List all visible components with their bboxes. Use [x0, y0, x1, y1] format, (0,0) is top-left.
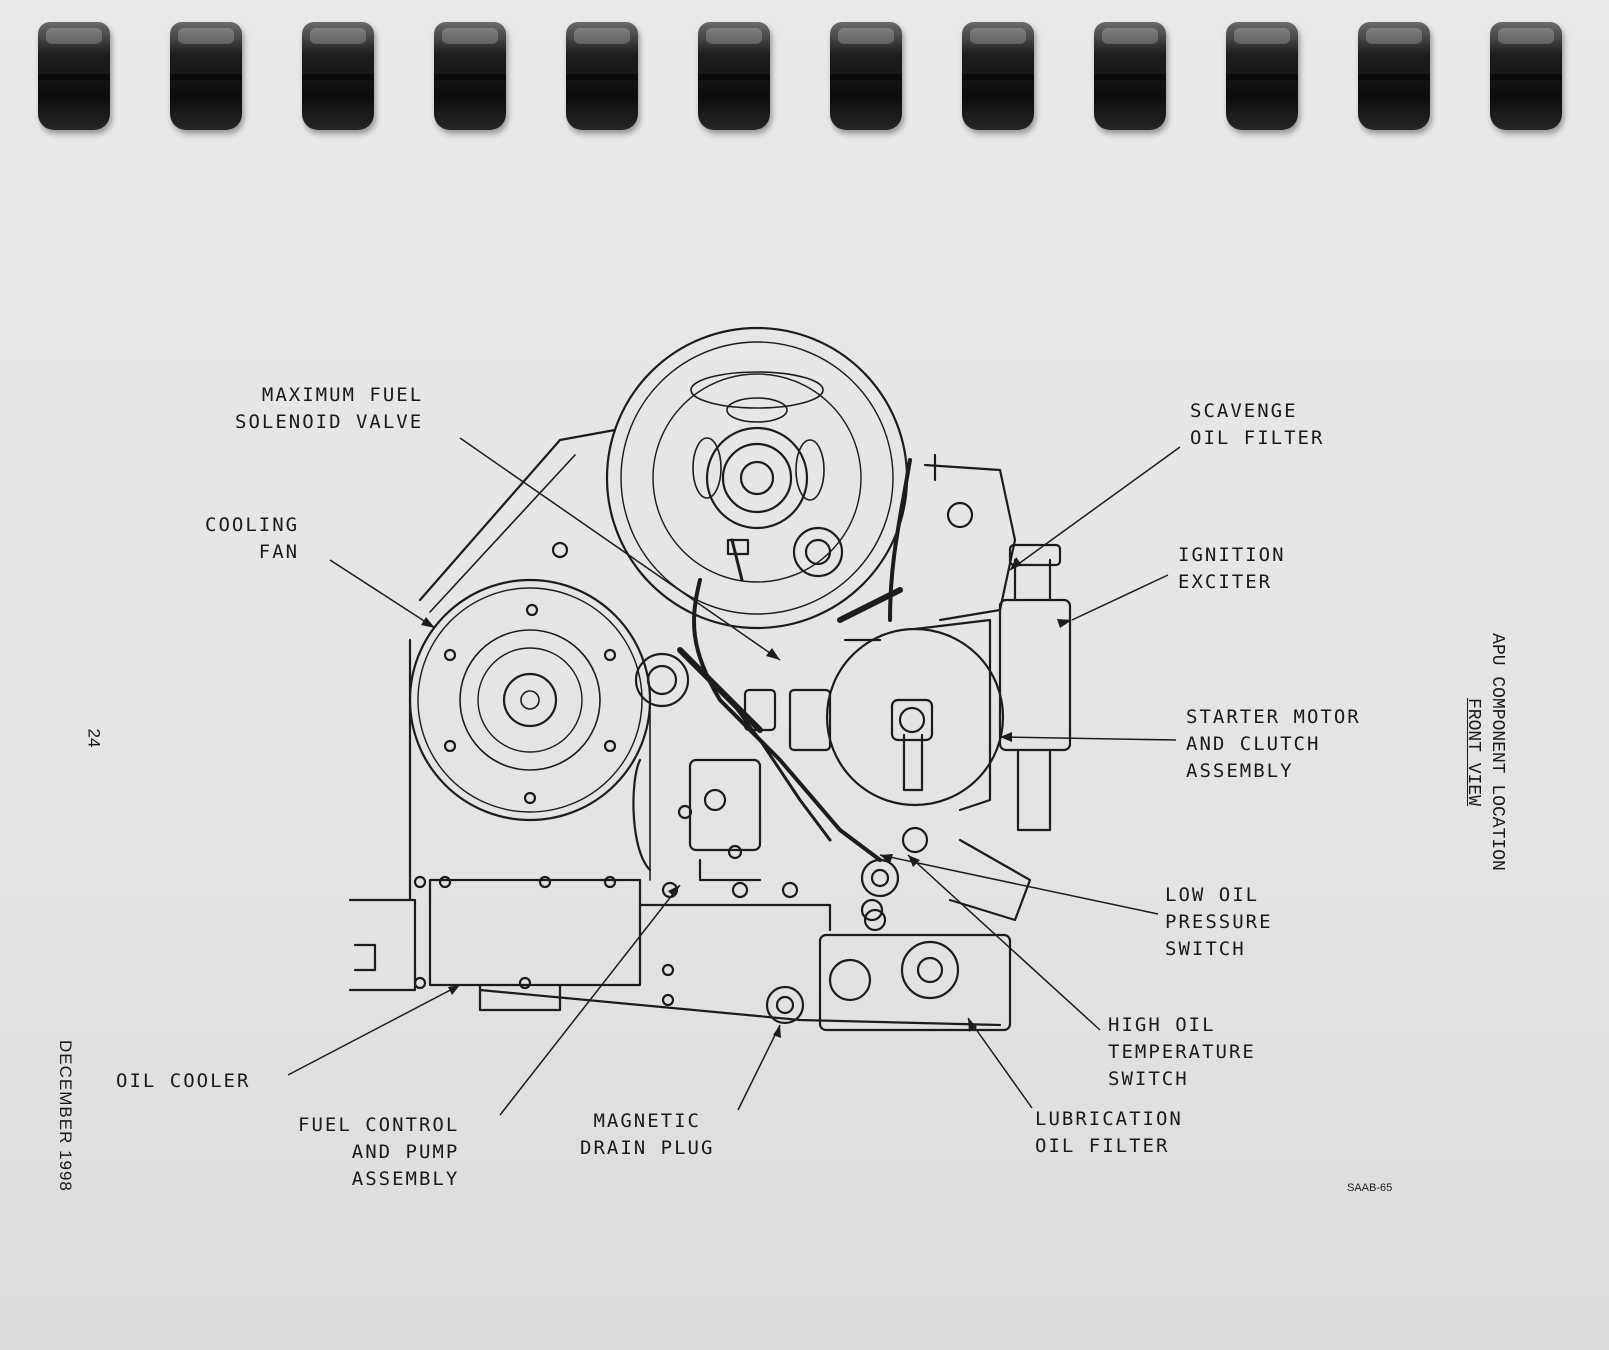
- binding-ring: [1226, 22, 1298, 130]
- label-starter-motor-clutch: STARTER MOTOR AND CLUTCH ASSEMBLY: [1186, 706, 1361, 782]
- figure-title: APU COMPONENT LOCATION FRONT VIEW: [1461, 612, 1509, 892]
- lubrication-filter-body: [818, 933, 1012, 1032]
- label-fuel-control-pump: FUEL CONTROL AND PUMP ASSEMBLY: [298, 1114, 460, 1190]
- leader-lubrication-filter: [967, 1017, 1033, 1109]
- binding-ring: [830, 22, 902, 130]
- ignition-exciter-body: [998, 598, 1072, 752]
- leader-low-oil-pressure: [879, 854, 1159, 915]
- label-oil-cooler: OIL COOLER: [116, 1070, 251, 1092]
- binding-ring: [302, 22, 374, 130]
- leader-magnetic-drain: [737, 1024, 781, 1111]
- accessory-wheel: [605, 326, 909, 630]
- leader-fuel-control: [499, 884, 681, 1116]
- binding-ring: [962, 22, 1034, 130]
- leader-high-oil-temp: [907, 854, 1101, 1031]
- leader-max-fuel-valve: [459, 437, 781, 661]
- figure-title-line2: FRONT VIEW: [1463, 697, 1483, 807]
- label-lubrication-oil-filter: LUBRICATION OIL FILTER: [1035, 1108, 1183, 1157]
- document-date: DECEMBER 1998: [56, 1040, 75, 1192]
- scavenge-filter-body: [923, 463, 1017, 622]
- cooling-fan-disc: [408, 578, 652, 822]
- label-high-oil-temp-switch: HIGH OIL TEMPERATURE SWITCH: [1108, 1014, 1256, 1090]
- leader-arrowheads: [421, 557, 1072, 1038]
- page-number: 24: [84, 728, 104, 748]
- low-oil-pressure-switch: [860, 858, 900, 898]
- oil-cooler-body: [428, 878, 642, 987]
- label-low-oil-pressure-switch: LOW OIL PRESSURE SWITCH: [1165, 884, 1273, 960]
- starter-motor: [825, 627, 1005, 807]
- figure-code: SAAB-65: [1347, 1182, 1393, 1194]
- housing-edge: [418, 428, 617, 602]
- binding-ring: [1094, 22, 1166, 130]
- leader-starter-motor: [999, 736, 1177, 741]
- leader-lines: [287, 437, 1181, 1116]
- binding-ring: [38, 22, 110, 130]
- binding-ring: [698, 22, 770, 130]
- leader-ignition-exciter: [1071, 574, 1169, 621]
- leader-scavenge-filter: [1009, 446, 1181, 571]
- label-magnetic-drain-plug: MAGNETIC DRAIN PLUG: [580, 1110, 715, 1159]
- binding-ring: [434, 22, 506, 130]
- high-oil-temp-switch: [901, 826, 929, 854]
- leader-oil-cooler: [287, 984, 461, 1076]
- figure-title-line1: APU COMPONENT LOCATION: [1487, 633, 1507, 871]
- label-max-fuel-solenoid-valve: MAXIMUM FUEL SOLENOID VALVE: [235, 384, 424, 433]
- leader-cooling-fan: [329, 559, 436, 629]
- binding-ring: [566, 22, 638, 130]
- fuel-control-body: [688, 758, 762, 852]
- label-cooling-fan: COOLING FAN: [205, 514, 300, 563]
- binding-ring: [1490, 22, 1562, 130]
- binding-ring: [170, 22, 242, 130]
- magnetic-drain-plug: [765, 985, 805, 1025]
- label-scavenge-oil-filter: SCAVENGE OIL FILTER: [1190, 400, 1325, 449]
- binding-ring: [1358, 22, 1430, 130]
- label-ignition-exciter: IGNITION EXCITER: [1178, 544, 1286, 593]
